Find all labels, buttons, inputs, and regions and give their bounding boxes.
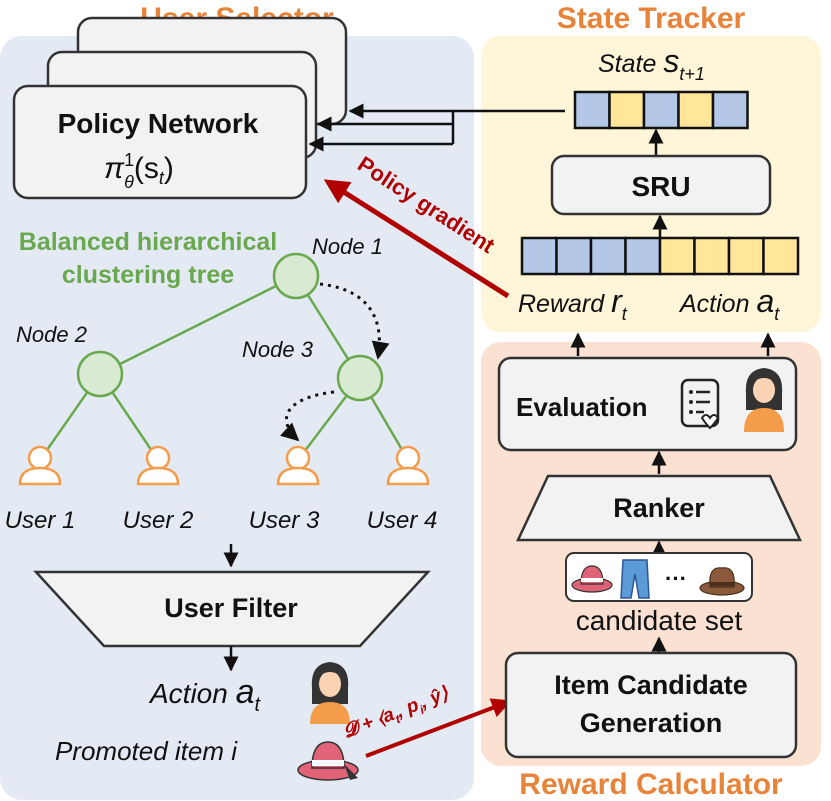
action-label: Action at (148, 673, 262, 716)
tree-node-2 (76, 350, 124, 398)
user-3-label: User 3 (249, 507, 320, 534)
evaluation-box (497, 356, 798, 452)
reward-label: Reward rt (518, 283, 628, 324)
node-2-label: Node 2 (16, 322, 87, 347)
input-cell (624, 236, 662, 276)
state-to-policy-arrows (308, 103, 565, 152)
item-candidate-generation-box (504, 651, 798, 759)
ranker-label: Ranker (613, 493, 705, 523)
node-1-label: Node 1 (312, 234, 383, 259)
tree-label-line1: Balanced hierarchical (19, 228, 277, 256)
tree-node-3 (336, 354, 384, 402)
state-label: State st+1 (598, 43, 705, 84)
dataset-arrow (365, 698, 512, 758)
state-vector (573, 90, 749, 130)
user-2-label: User 2 (123, 507, 194, 534)
sru-box (550, 154, 772, 216)
input-cell (658, 236, 696, 276)
input-cell (727, 236, 765, 276)
item-candidate-line1: Item Candidate (554, 670, 748, 700)
user-filter-label: User Filter (164, 593, 298, 623)
policy-gradient-arrow (323, 179, 510, 299)
candidate-set-label: candidate set (576, 605, 743, 636)
user-icon (18, 445, 62, 486)
traversal-arrow-1 (319, 282, 390, 360)
state-cell (642, 90, 680, 130)
node-3-label: Node 3 (242, 337, 314, 362)
user-filter (33, 570, 431, 648)
reward-calculator-title: Reward Calculator (519, 768, 783, 801)
evaluation-label: Evaluation (516, 392, 647, 422)
input-cell (589, 236, 627, 276)
item-candidate-line2: Generation (580, 708, 723, 738)
input-vector (520, 236, 800, 276)
user-4-label: User 4 (367, 507, 438, 534)
hat-icon (571, 565, 613, 593)
candidate-dots: ··· (665, 566, 687, 591)
input-cell (520, 236, 558, 276)
state-cell (677, 90, 715, 130)
policy-network-title: Policy Network (58, 108, 259, 139)
user-icon (136, 445, 180, 486)
checklist-icon (680, 378, 720, 430)
tree-label-line2: clustering tree (62, 261, 234, 289)
jeans-icon (620, 559, 650, 599)
woman-avatar-icon (310, 662, 350, 724)
hat-icon (297, 741, 359, 781)
state-cell (711, 90, 749, 130)
ranker (516, 474, 802, 542)
action-right-label: Action at (678, 283, 780, 324)
traversal-arrow-2 (279, 390, 335, 442)
input-cell (693, 236, 731, 276)
sru-label: SRU (631, 171, 690, 202)
user-icon (276, 445, 320, 486)
woman-avatar-icon (744, 368, 784, 432)
input-cell (555, 236, 593, 276)
fedora-icon (699, 567, 745, 596)
input-cell (762, 236, 800, 276)
user-icon (386, 445, 430, 486)
state-cell (573, 90, 611, 130)
user-1-label: User 1 (5, 507, 76, 534)
promoted-item-label: Promoted item i (55, 736, 238, 766)
tree-node-1 (272, 252, 320, 300)
state-cell (608, 90, 646, 130)
state-tracker-title: State Tracker (557, 2, 746, 35)
